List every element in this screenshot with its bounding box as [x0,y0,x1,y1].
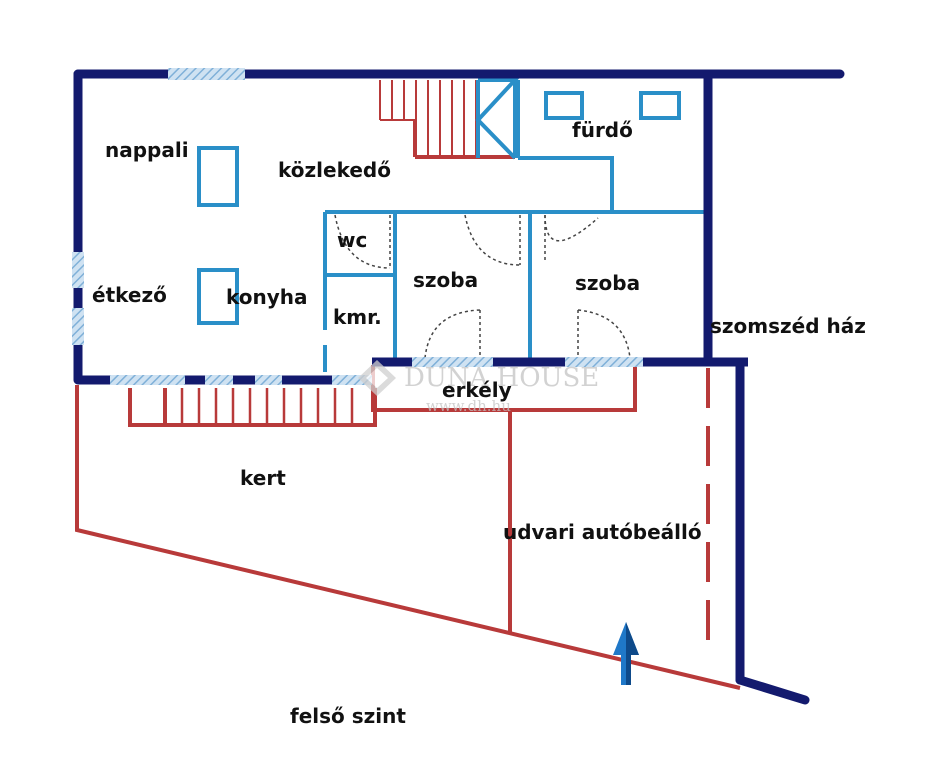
label-kozlekedo: közlekedő [278,158,391,182]
bath-fixture-left [544,91,584,120]
label-konyha: konyha [226,285,308,309]
window-balcony-left [412,357,493,367]
label-udvari-autobeallo: udvari autóbeálló [503,520,702,544]
watermark-url: www.dh.hu [426,397,511,415]
windows [72,68,643,385]
watermark-brand: DUNA HOUSE [404,363,599,393]
label-nappali: nappali [105,138,189,162]
label-szoba-left: szoba [413,268,478,292]
garden-boundary [75,385,741,690]
fixtures [197,91,681,325]
bath-fixture-right [639,91,681,120]
label-erkely: erkély [442,378,512,402]
window-balcony-right [565,357,643,367]
room-labels: nappali közlekedő fürdő wc étkező konyha… [92,118,866,728]
label-furdo: fürdő [572,118,633,142]
label-szoba-right: szoba [575,271,640,295]
outer-walls [73,69,845,705]
top-staircase [379,80,477,157]
label-kamra: kmr. [333,305,382,329]
window-bottom-1 [110,375,185,385]
door-swings [334,214,631,359]
entrance-arrow-icon [613,622,639,685]
label-etkezo: étkező [92,283,167,307]
inner-walls [323,78,708,372]
window-left-lower [72,308,84,345]
outdoor-lines [75,120,741,690]
watermark: DUNA HOUSE www.dh.hu [358,360,599,415]
label-level: felső szint [290,704,406,728]
label-szomszed-haz: szomszéd ház [710,314,866,338]
window-bottom-3 [255,375,282,385]
window-left-upper [72,252,84,288]
window-top [168,68,245,80]
label-kert: kert [240,466,286,490]
kitchen-counter [197,268,239,325]
window-bottom-4 [332,375,372,385]
living-table [197,146,239,207]
window-bottom-2 [205,375,233,385]
bottom-staircase [128,388,377,427]
label-wc: wc [337,228,367,252]
